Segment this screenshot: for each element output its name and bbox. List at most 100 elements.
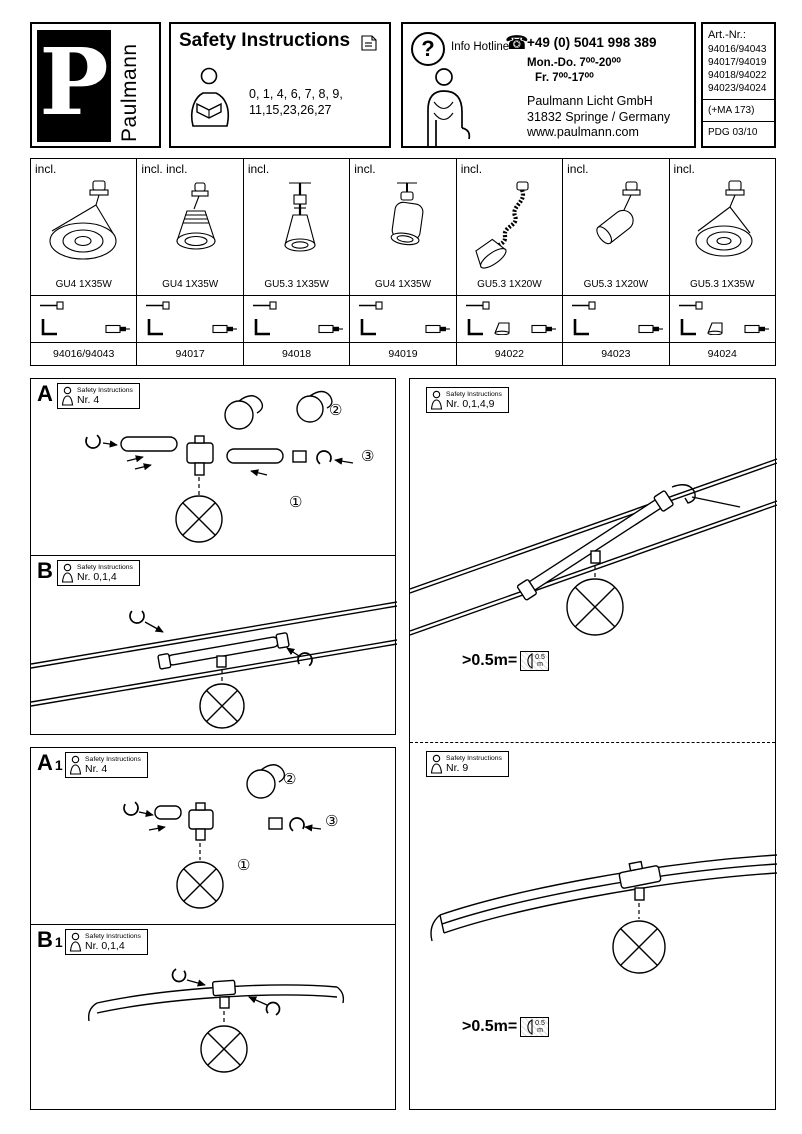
logo-box: P Paulmann — [30, 22, 161, 148]
pin-icon — [572, 301, 596, 310]
divider — [350, 295, 456, 296]
article-number: 94018 — [281, 348, 312, 360]
company-website: www.paulmann.com — [527, 125, 639, 139]
rail-mount-diagram — [430, 854, 777, 974]
included-label: incl. incl. — [141, 162, 188, 176]
pin-icon — [40, 301, 64, 310]
divider — [456, 342, 563, 343]
bulb-spec: GU4 1X35W — [55, 279, 112, 290]
safety-numbers: 0, 1, 4, 6, 7, 8, 9, 11,15,23,26,27 — [249, 86, 343, 118]
safety-note-title: Safety Instructions — [446, 390, 502, 398]
section-label: A — [37, 750, 53, 775]
safety-instructions-box: Safety Instructions 0, 1, 4, 6, 7, 8, 9,… — [169, 22, 391, 148]
distance-unit: m — [537, 1027, 543, 1034]
included-parts-icons — [457, 296, 562, 342]
connector-icon — [318, 324, 344, 334]
divider — [456, 295, 563, 296]
divider — [669, 295, 775, 296]
phone-icon: ☎ — [505, 33, 529, 54]
safety-person-icon — [61, 386, 74, 406]
person-question-icon — [427, 68, 471, 146]
logo-letter: P — [39, 28, 109, 136]
divider — [703, 121, 774, 122]
company-address: 31832 Springe / Germany — [527, 109, 671, 124]
section-label: B — [37, 558, 53, 583]
allen-key-icon — [467, 319, 483, 336]
article-number: 94016/94043 — [53, 348, 115, 360]
assembly-diagram — [87, 967, 345, 1073]
safety-note-number: Nr. 0,1,4 — [85, 939, 125, 952]
bulb-spec: GU5.3 1X20W — [477, 279, 542, 290]
pin-icon — [465, 301, 490, 310]
product-column: incl. incl. GU4 1X35W — [137, 159, 244, 365]
artnr-line: 94023/94024 — [708, 83, 767, 94]
included-parts-icons — [350, 296, 455, 342]
document-icon — [361, 35, 377, 51]
article-numbers-box: Art.-Nr.: 94016/94043 94017/94019 94018/… — [701, 22, 776, 148]
lamp-illustration — [350, 167, 455, 279]
lamp-illustration — [31, 167, 136, 279]
safety-note-number: Nr. 4 — [77, 393, 100, 406]
allen-key-icon — [254, 319, 270, 336]
safety-person-icon — [61, 563, 74, 583]
pin-icon — [678, 301, 703, 310]
logo-brand-text: Paulmann — [118, 43, 141, 142]
included-label: incl. — [673, 162, 695, 176]
safety-person-icon — [69, 755, 82, 775]
step-number: ① — [289, 494, 303, 511]
divider — [31, 342, 137, 343]
doc-code: PDG 03/10 — [708, 127, 758, 138]
bulb-spec: GU4 1X35W — [374, 279, 432, 290]
included-parts-icons — [563, 296, 668, 342]
bulb-spec: GU5.3 1X20W — [583, 279, 649, 290]
step-number: ③ — [325, 813, 339, 830]
safety-note-number: Nr. 0,1,4,9 — [446, 397, 495, 410]
safety-person-icon — [430, 390, 443, 410]
safety-note-title: Safety Instructions — [77, 563, 133, 571]
allen-key-icon — [41, 319, 57, 336]
product-column: incl. GU5.3 1X20W 9402 — [456, 159, 564, 365]
connector-icon — [105, 324, 131, 334]
allen-key-icon — [680, 319, 696, 336]
question-circle-icon: ? — [411, 32, 445, 66]
product-column: incl. GU5.3 1X35W — [669, 159, 775, 365]
safety-note-number: Nr. 0,1,4 — [77, 570, 117, 583]
divider — [703, 99, 774, 100]
product-column: incl. GU5.3 1X20W 94 — [563, 159, 670, 365]
lamp-profile-icon — [527, 653, 533, 669]
hotline-label: Info Hotline — [451, 41, 510, 53]
safety-note-title: Safety Instructions — [77, 386, 133, 394]
article-number: 94024 — [707, 348, 737, 360]
lamp-illustration — [137, 167, 242, 279]
divider — [563, 295, 669, 296]
step-number: ② — [283, 771, 297, 788]
divider — [669, 342, 775, 343]
section-divider — [410, 742, 775, 743]
included-label: incl. — [460, 162, 483, 176]
connector-icon — [637, 324, 663, 334]
artnr-line: 94017/94019 — [708, 57, 767, 68]
divider — [243, 342, 350, 343]
product-column: incl. GU4 1X35W — [31, 159, 138, 365]
hotline-box: ? Info Hotline ☎ +49 (0) 5041 998 389 Mo… — [401, 22, 696, 148]
products-row: incl. GU4 1X35W — [30, 158, 776, 366]
pin-icon — [252, 301, 277, 310]
included-parts-icons — [137, 296, 242, 342]
step-number: ① — [237, 857, 251, 874]
included-label: incl. — [247, 162, 270, 176]
connector-icon — [212, 324, 237, 334]
paulmann-logo: P — [37, 30, 111, 142]
safety-note-title: Safety Instructions — [446, 754, 502, 762]
safety-note-number: Nr. 9 — [446, 761, 469, 774]
